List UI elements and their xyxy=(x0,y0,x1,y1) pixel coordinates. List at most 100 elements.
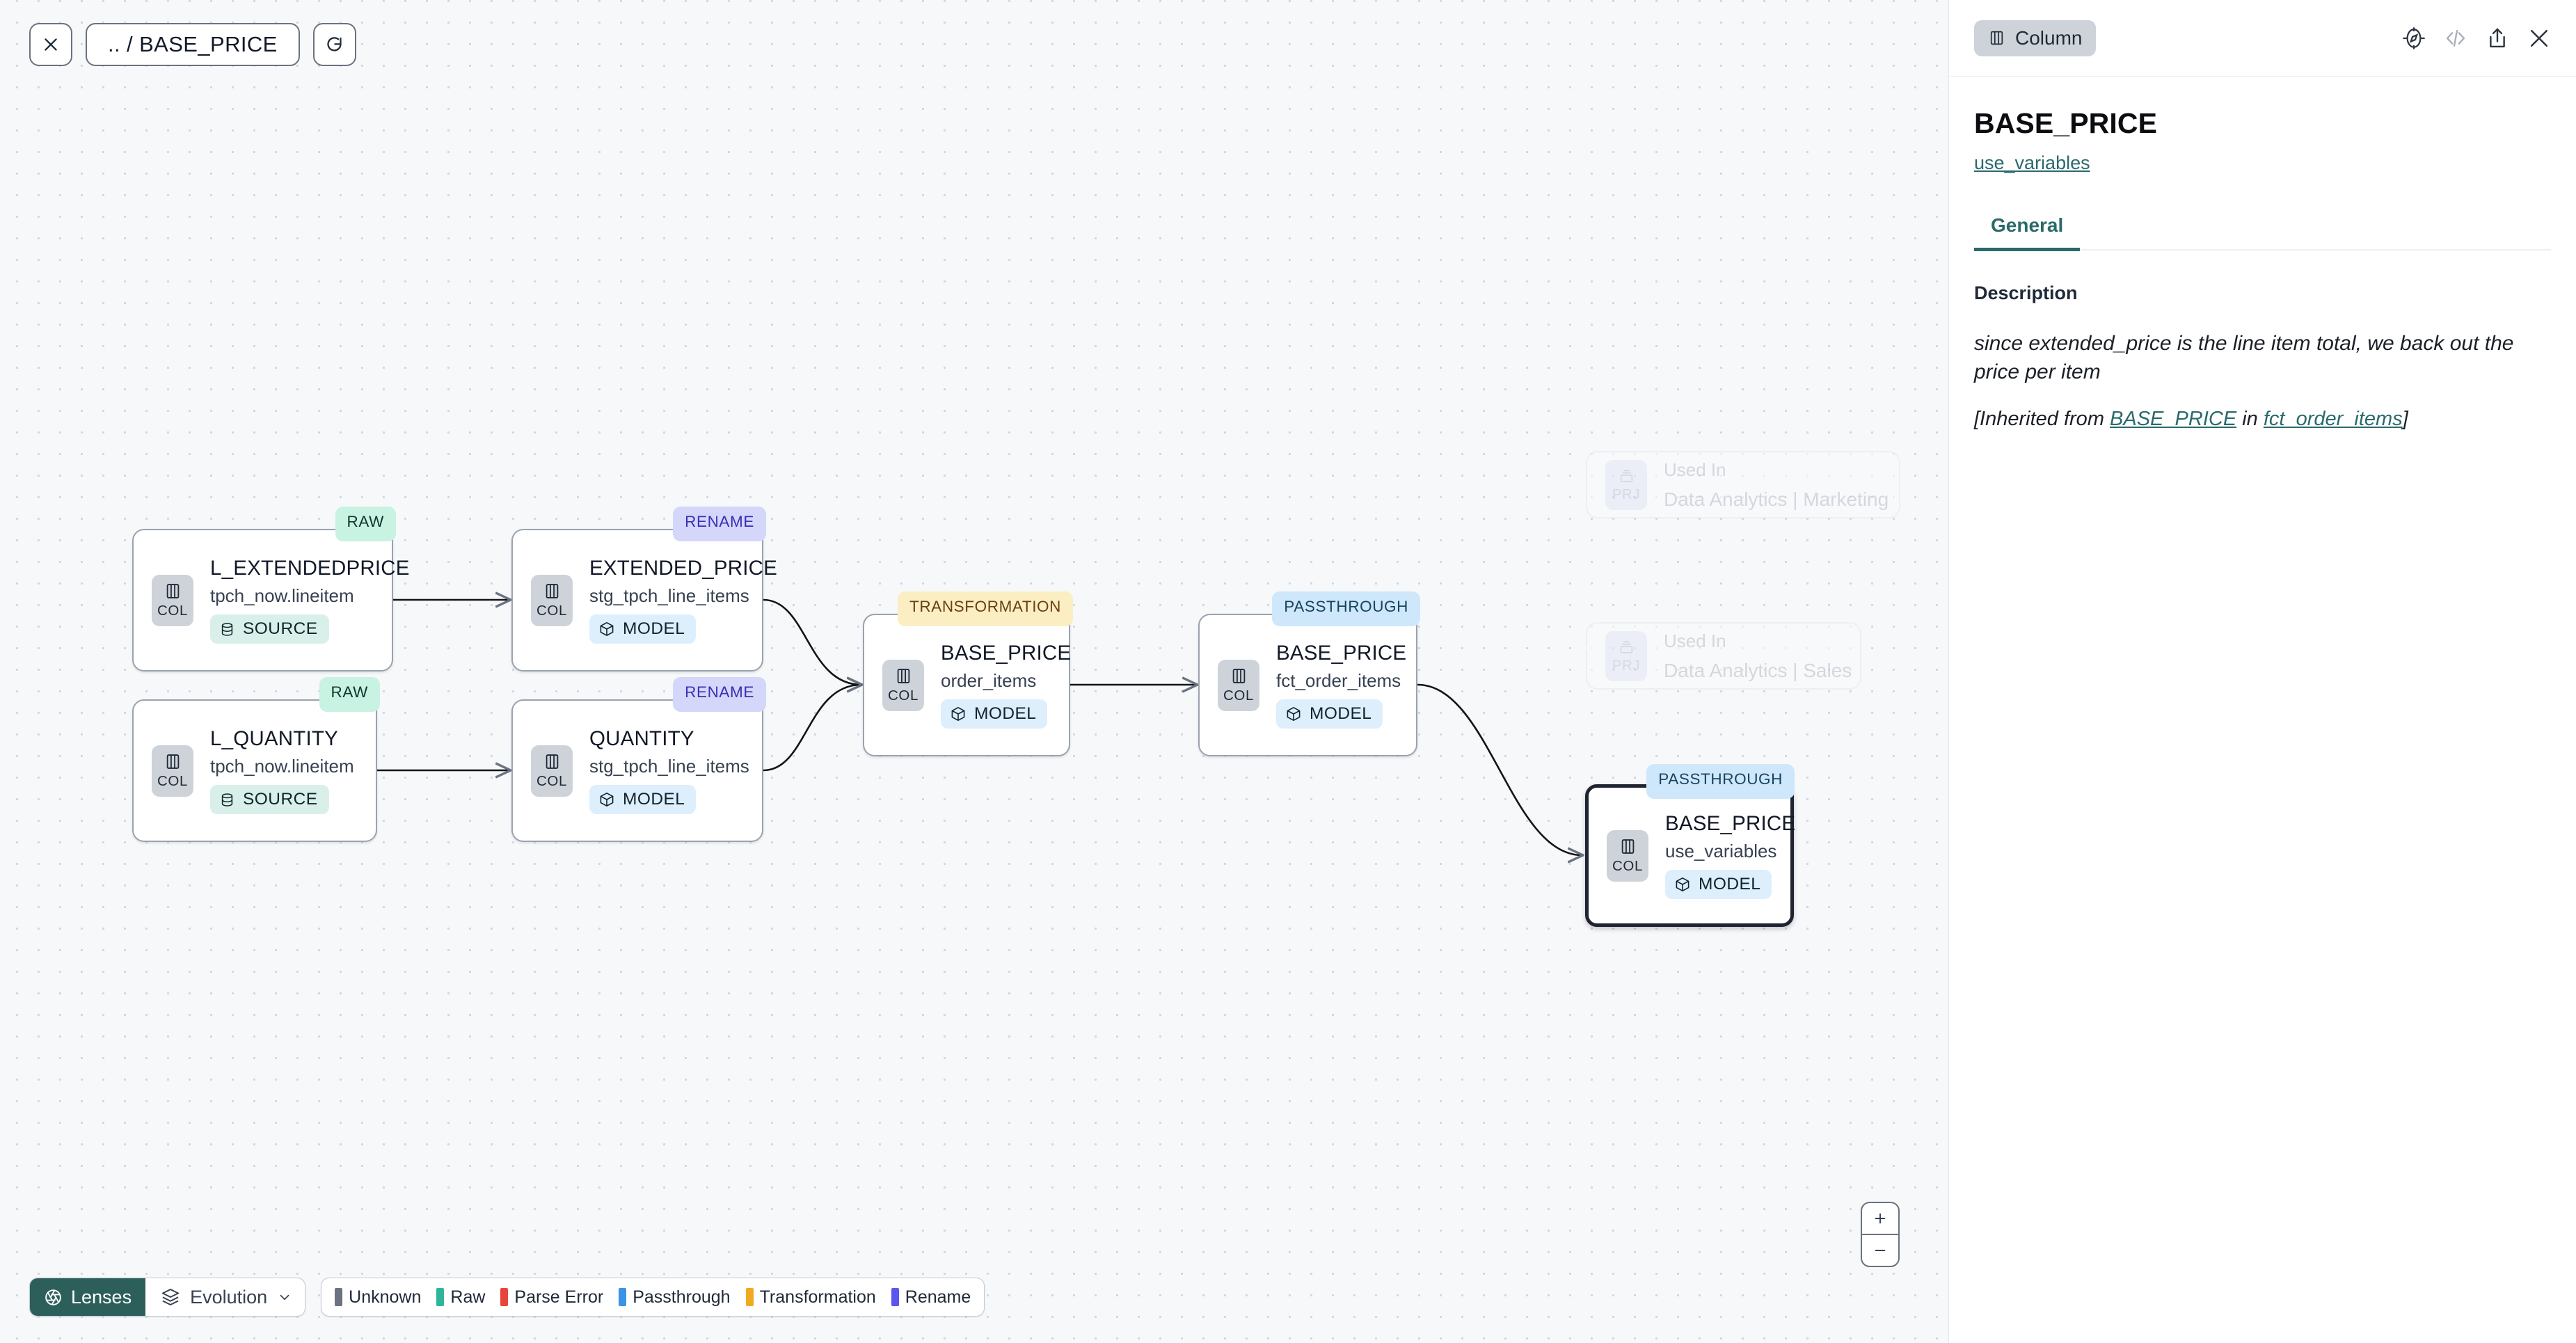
legend-label: Unknown xyxy=(349,1287,422,1307)
compass-icon xyxy=(2403,26,2425,49)
cube-icon xyxy=(1676,877,1689,891)
cube-icon xyxy=(600,793,614,806)
legend-swatch xyxy=(619,1288,627,1306)
panel-close-button[interactable] xyxy=(2527,26,2551,50)
node-kind-badge: MODEL xyxy=(589,785,697,814)
node-entity-label: COL xyxy=(888,687,919,704)
node-kind-badge: SOURCE xyxy=(210,785,329,814)
legend-swatch xyxy=(500,1288,509,1306)
lenses-label: Lenses xyxy=(71,1286,132,1308)
ghost-used-in-label: Used In xyxy=(1664,630,1726,651)
zoom-in-button[interactable] xyxy=(1862,1203,1898,1234)
legend-label: Parse Error xyxy=(514,1287,604,1307)
compass-button[interactable] xyxy=(2402,26,2426,50)
database-icon xyxy=(221,622,233,636)
breadcrumb: .. / BASE_PRICE xyxy=(108,32,278,56)
node-entity-chip: COL xyxy=(882,659,924,711)
node-kind-label: MODEL xyxy=(1310,704,1372,723)
legend-label: Passthrough xyxy=(633,1287,731,1307)
node-type-badge: RAW xyxy=(319,677,380,712)
inherited-prefix: [Inherited from xyxy=(1974,407,2110,430)
plus-icon xyxy=(1875,1213,1886,1224)
legend-item-rename[interactable]: Rename xyxy=(891,1287,971,1308)
node-subtitle: tpch_now.lineitem xyxy=(210,585,354,606)
legend-swatch xyxy=(436,1288,445,1306)
evolution-label: Evolution xyxy=(190,1286,268,1308)
project-icon xyxy=(1620,470,1632,482)
breadcrumb-button[interactable]: .. / BASE_PRICE xyxy=(86,23,300,66)
panel-type-label: Column xyxy=(2015,26,2083,49)
legend-item-unknown[interactable]: Unknown xyxy=(335,1287,421,1308)
inherited-column-link[interactable]: BASE_PRICE xyxy=(2110,407,2237,430)
tab-general[interactable]: General xyxy=(1974,214,2081,251)
ghost-entity-label: PRJ xyxy=(1612,658,1641,674)
cube-icon xyxy=(1287,707,1301,721)
legend-item-transformation[interactable]: Transformation xyxy=(745,1287,876,1308)
node-entity-label: COL xyxy=(536,602,567,619)
node-kind-badge: MODEL xyxy=(1665,870,1772,899)
legend-item-passthrough[interactable]: Passthrough xyxy=(619,1287,731,1308)
minus-icon xyxy=(1875,1250,1886,1251)
node-entity-label: COL xyxy=(157,602,188,619)
inherited-model-link[interactable]: fct_order_items xyxy=(2263,407,2403,430)
zoom-controls xyxy=(1861,1202,1900,1267)
description-label: Description xyxy=(1974,283,2078,303)
legend-item-raw[interactable]: Raw xyxy=(436,1287,485,1308)
panel-action-icons xyxy=(2402,26,2551,50)
node-kind-label: SOURCE xyxy=(243,619,318,638)
legend-label: Raw xyxy=(450,1287,486,1307)
share-button[interactable] xyxy=(2486,26,2509,50)
node-subtitle: fct_order_items xyxy=(1276,670,1401,691)
page-title: BASE_PRICE xyxy=(1974,107,2158,139)
column-icon xyxy=(1621,839,1634,854)
cube-icon xyxy=(600,622,614,636)
refresh-button[interactable] xyxy=(312,23,356,66)
node-subtitle: stg_tpch_line_items xyxy=(589,585,749,606)
database-icon xyxy=(221,793,233,806)
column-icon xyxy=(1990,31,2003,45)
node-subtitle: stg_tpch_line_items xyxy=(589,756,749,777)
node-entity-label: COL xyxy=(157,772,188,789)
column-icon xyxy=(166,583,179,598)
panel-header: Column xyxy=(1949,0,2576,77)
bottom-toolbar: Lenses Evolution Unknown Raw Parse Error Pa… xyxy=(29,1278,985,1317)
panel-tabs: General xyxy=(1974,214,2551,251)
layers-icon xyxy=(162,1289,180,1305)
cube-icon xyxy=(951,707,965,721)
ghost-entity-chip: PRJ xyxy=(1605,459,1647,510)
node-subtitle: order_items xyxy=(941,670,1037,691)
evolution-dropdown[interactable]: Evolution xyxy=(145,1278,305,1316)
legend-item-parse-error[interactable]: Parse Error xyxy=(500,1287,603,1308)
close-button[interactable] xyxy=(29,23,72,66)
aperture-icon xyxy=(45,1289,61,1305)
model-link[interactable]: use_variables xyxy=(1974,152,2090,173)
panel-type-badge: Column xyxy=(1974,19,2097,56)
zoom-out-button[interactable] xyxy=(1862,1234,1898,1266)
inherited-suffix: ] xyxy=(2402,407,2408,430)
refresh-icon xyxy=(327,36,342,51)
node-type-badge: PASSTHROUGH xyxy=(1646,764,1795,799)
legend-swatch xyxy=(335,1288,343,1306)
code-button[interactable] xyxy=(2444,26,2467,50)
node-title: L_EXTENDEDPRICE xyxy=(210,557,410,580)
lenses-button[interactable]: Lenses xyxy=(30,1278,146,1316)
